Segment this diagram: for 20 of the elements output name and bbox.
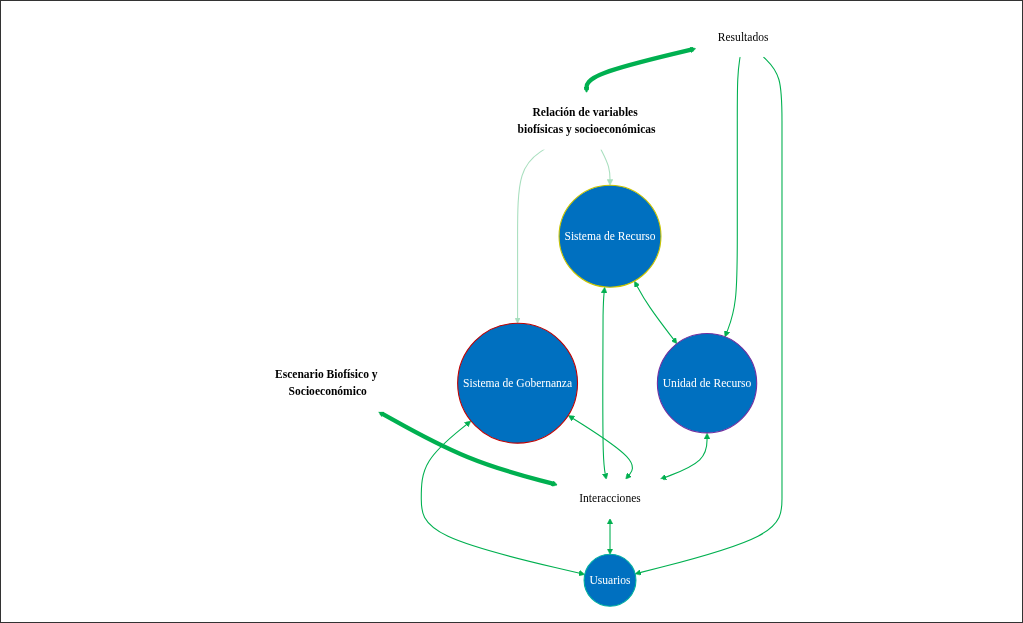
arrow	[420, 420, 585, 576]
node-text: Resultados	[717, 30, 768, 43]
node-circle: Sistema de Recurso	[558, 184, 661, 288]
node-text: Relación de variables biofísicas y socioeconómicas	[517, 105, 656, 135]
node-circle: Sistema de Gobernanza	[456, 322, 578, 444]
arrow	[513, 148, 545, 324]
arrow	[606, 517, 613, 555]
node-text: Interacciones	[578, 491, 641, 505]
arrow	[567, 414, 633, 480]
arrow	[633, 280, 677, 344]
arrow	[599, 148, 613, 186]
arrow	[600, 286, 608, 480]
node-circle: Usuarios	[583, 553, 636, 607]
node-circle: Unidad de Recurso	[656, 332, 757, 433]
arrow	[723, 55, 741, 337]
arrow	[377, 410, 558, 487]
arrow	[659, 432, 710, 480]
arrow	[634, 55, 783, 575]
arrow	[582, 46, 696, 93]
node-text: Escenario Biofísico y Socioeconómico	[274, 367, 378, 398]
